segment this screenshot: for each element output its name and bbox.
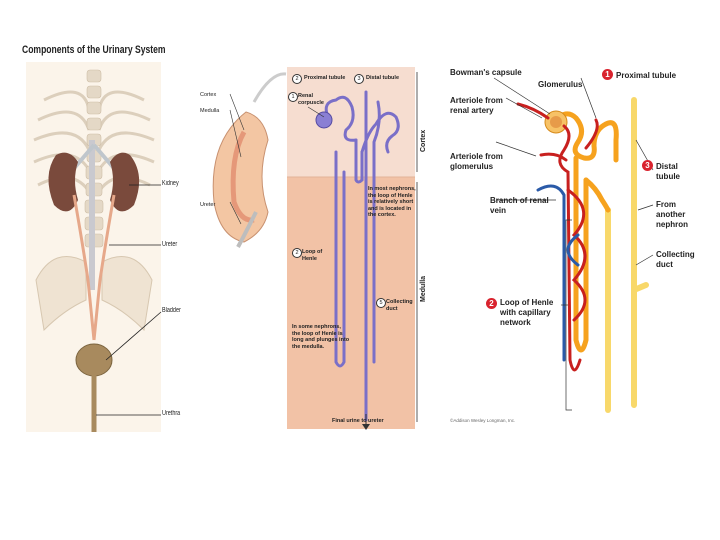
collecting-duct-label: Collecting duct [386,299,413,312]
copyright-text: ©Addison Wesley Longman, Inc. [450,418,516,423]
distal-tubule-label: Distal tubule [656,162,680,181]
branch-renal-vein-label: Branch of renal vein [490,196,549,215]
most-nephrons-note: In most nephrons, the loop of Henle is r… [368,186,416,218]
distal-tubule-badge: 3 [642,160,653,171]
side-cortex-label: Cortex [420,129,427,152]
distal-tubule-label: Distal tubule [366,75,400,81]
side-medulla-label: Medulla [420,275,427,302]
collecting-duct-label: Collecting duct [656,250,695,269]
proximal-tubule-number: 2 [292,74,302,84]
glomerulus-label: Glomerulus [538,80,583,89]
final-urine-label: Final urine to ureter [332,418,384,424]
loop-henle-capillary-label: Loop of Henle with capillary network [500,298,554,327]
medulla-label: Medulla [200,108,220,114]
arteriole-glomerulus-label: Arteriole from glomerulus [450,152,503,171]
distal-tubule-number: 3 [354,74,364,84]
nephron-blood-illustration [493,77,654,413]
nephron-cortex-medulla-panel: Cortex Medulla Ureter 2 Proximal tubule … [196,62,430,434]
ureter-label: Ureter [200,202,216,208]
ureter-label: Ureter [162,241,178,248]
loop-henle-badge: 2 [486,298,497,309]
cortex-label: Cortex [200,92,217,98]
urethra-label: Urethra [162,410,181,417]
arteriole-renal-artery-label: Arteriole from renal artery [450,96,503,115]
bladder-label: Bladder [162,307,181,314]
urinary-system-title: Components of the Urinary System [22,44,166,56]
renal-corpuscle-label: Renal corpuscle [298,93,324,106]
from-another-nephron-label: From another nephron [656,200,688,229]
renal-corpuscle-number: 1 [288,92,298,102]
loop-of-henle-number: 2 [292,248,302,258]
some-nephrons-note: In some nephrons, the loop of Henle is l… [292,324,350,350]
loop-of-henle-label: Loop of Henle [302,249,323,262]
collecting-duct-number: 5 [376,298,386,308]
proximal-tubule-label: Proximal tubule [616,71,677,80]
bowmans-capsule-label: Bowman's capsule [450,68,522,77]
nephron-blood-supply-panel: Bowman's capsule Glomerulus 1 Proximal t… [446,60,704,432]
kidney-label: Kidney [162,180,179,187]
urinary-system-illustration [26,62,162,432]
proximal-tubule-label: Proximal tubule [304,75,346,81]
proximal-tubule-badge: 1 [602,69,613,80]
nephron-illustration [212,67,418,430]
urinary-system-panel: Components of the Urinary System [14,40,194,432]
